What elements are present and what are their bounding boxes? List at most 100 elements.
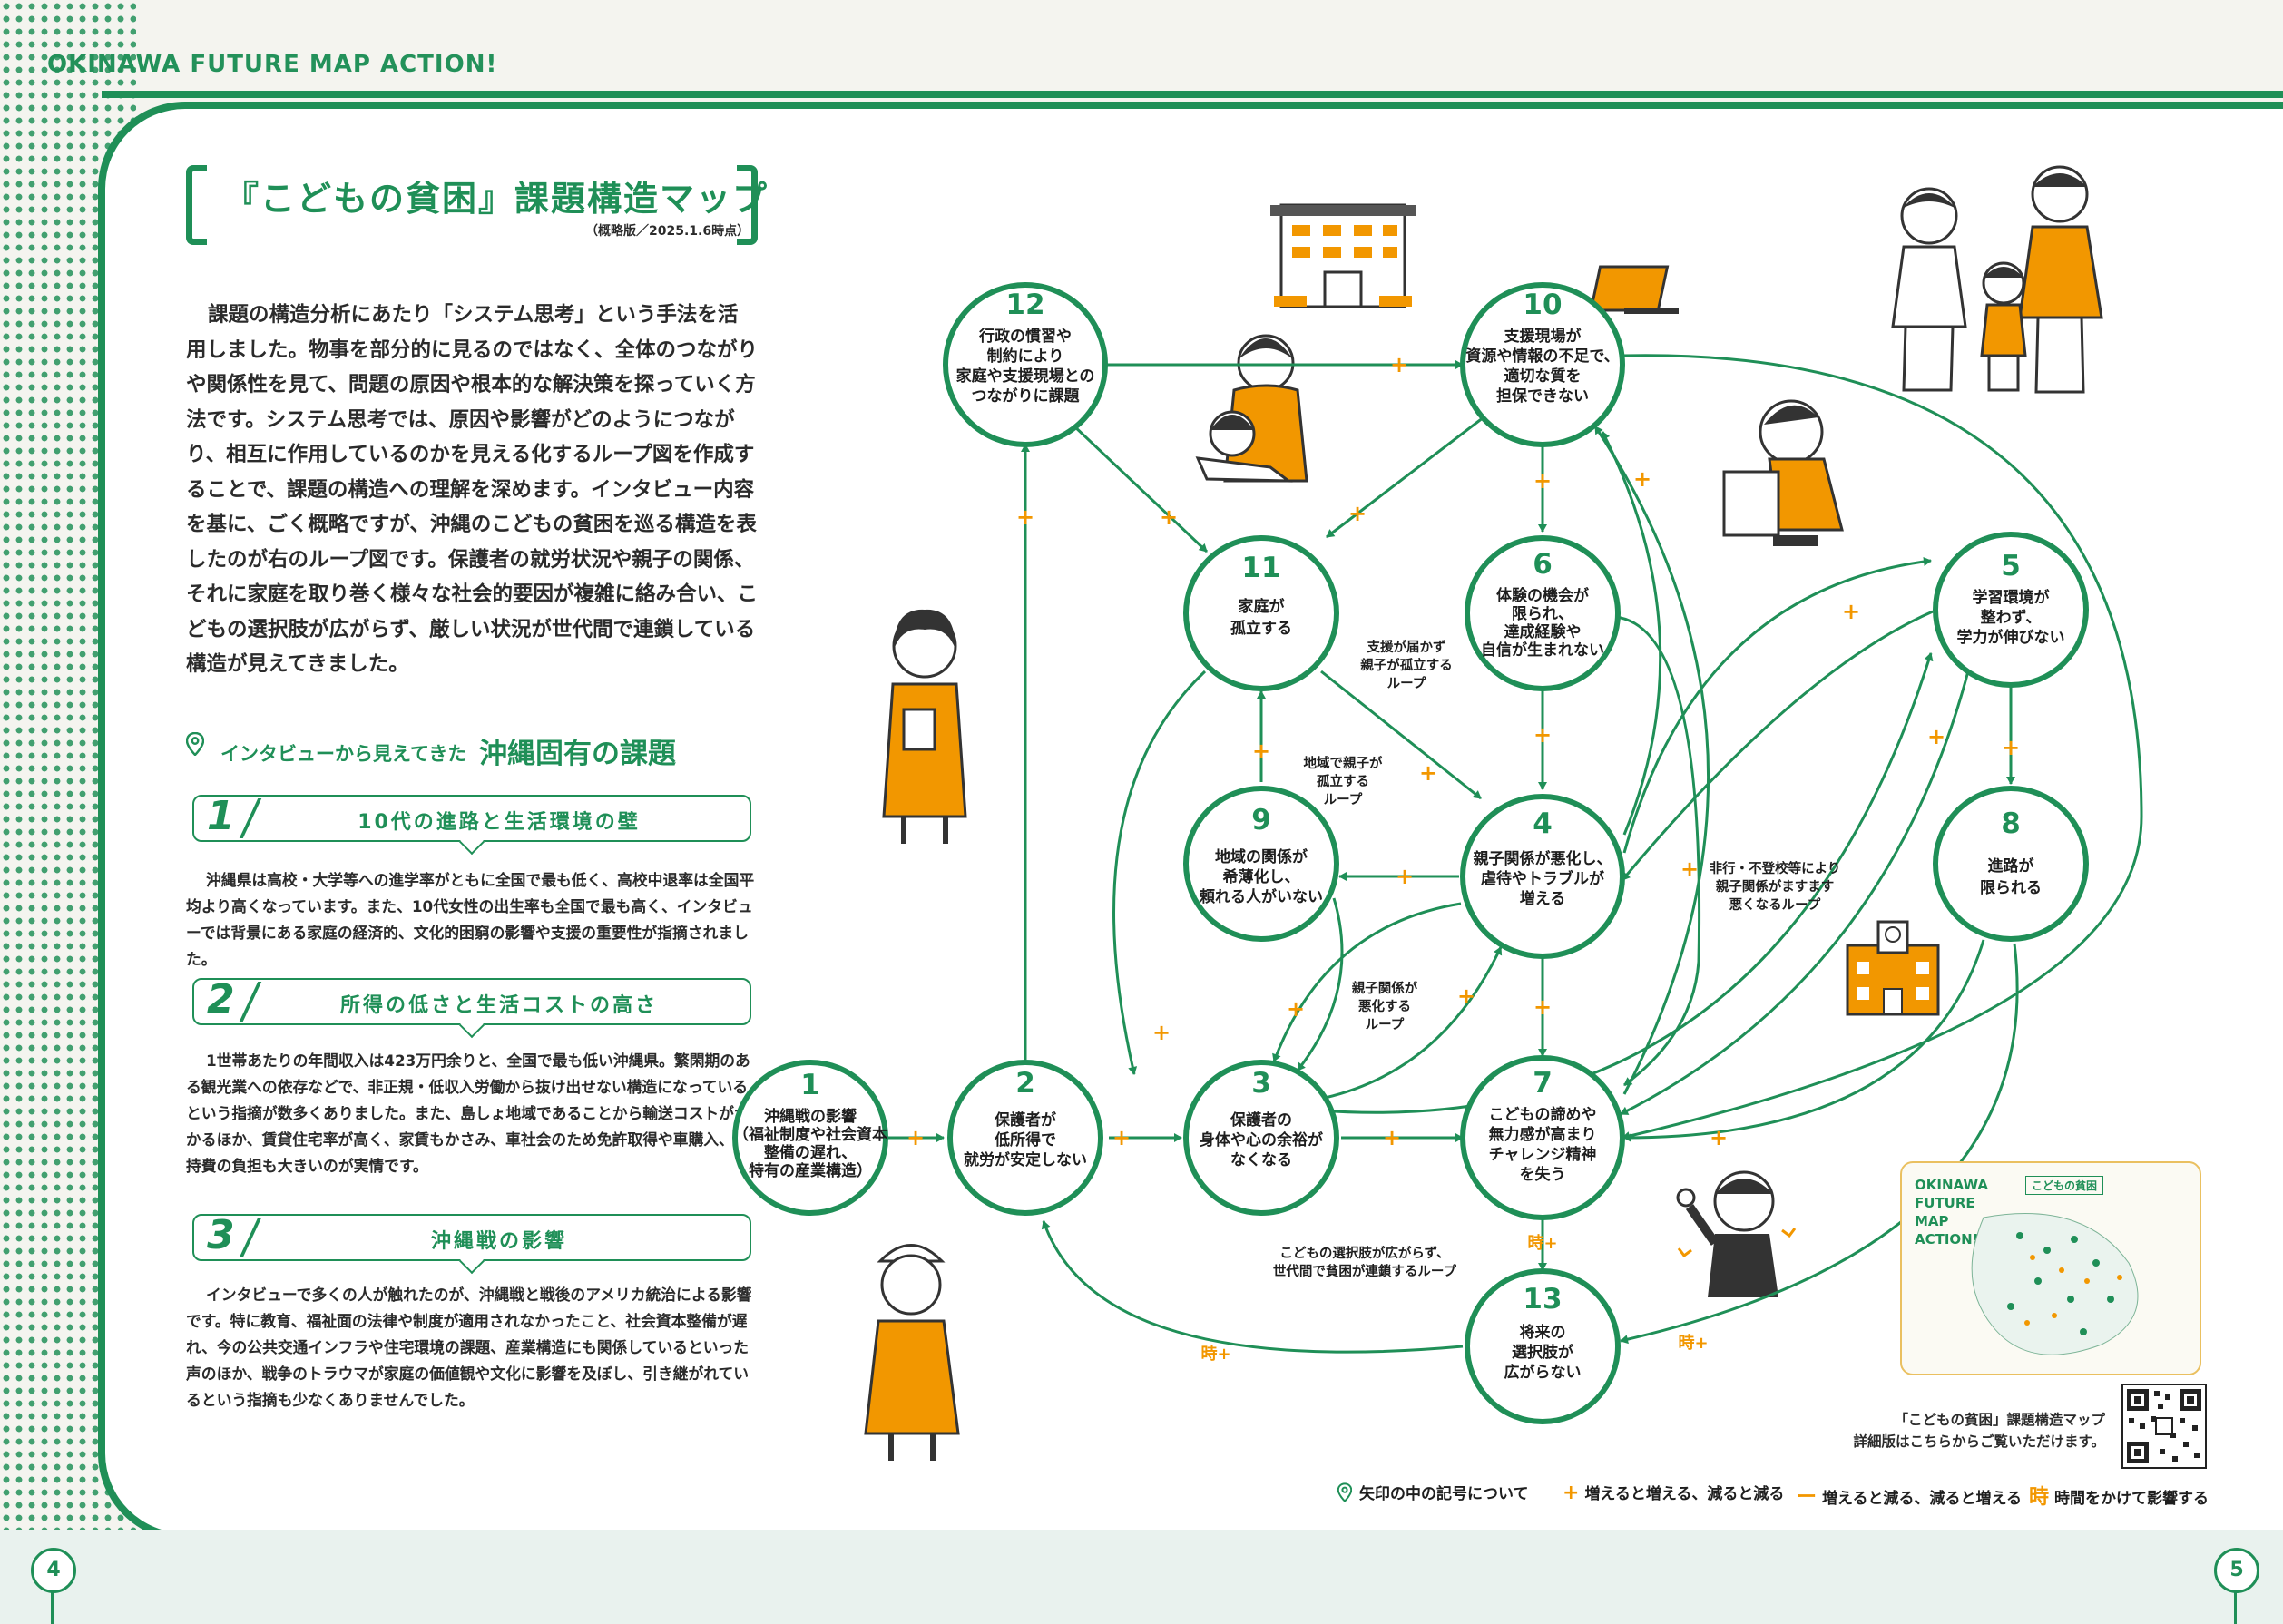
section-heading: インタビューから見えてきた 沖縄固有の課題 xyxy=(186,730,821,770)
svg-text:支援現場が資源や情報の不足で、適切な質を担保できない: 支援現場が資源や情報の不足で、適切な質を担保できない xyxy=(1465,327,1619,406)
issue-1-header: 1 10代の進路と生活環境の壁 xyxy=(192,793,751,856)
cheering-student-illustration xyxy=(1676,1170,1797,1297)
link-11-4 xyxy=(1320,670,1482,800)
issue-2-body: 1世帯あたりの年間収入は423万円余りと、全国で最も低い沖縄県。繁閑期のある観光… xyxy=(186,1052,750,1175)
delay-plus-symbol: 時+ xyxy=(1678,1334,1708,1353)
detailed-map-thumbnail: OKINAWA FUTURE MAP ACTION! こどもの貧困 xyxy=(1900,1161,2201,1375)
title-block: 『こどもの貧困』課題構造マップ （概略版／2025.1.6時点） xyxy=(186,165,767,245)
plus-symbol: + xyxy=(1348,501,1367,526)
parent-reading-illustration xyxy=(1195,334,1308,483)
node-8: 8 進路が限られる xyxy=(1933,786,2089,942)
node-1: 1 沖縄戦の影響（福祉制度や社会資本整備の遅れ、特有の産業構造） xyxy=(732,1060,888,1216)
svg-text:12: 12 xyxy=(1005,289,1044,321)
issue-1-number: 1 xyxy=(207,793,235,839)
node-7: 7 こどもの諦めや無力感が高まりチャレンジ精神を失う xyxy=(1460,1055,1625,1220)
link-4-3 xyxy=(1272,902,1462,1062)
svg-text:行政の慣習や制約により家庭や支援現場とのつながりに課題: 行政の慣習や制約により家庭や支援現場とのつながりに課題 xyxy=(956,327,1095,406)
issue-3-number: 3 xyxy=(207,1212,235,1258)
plus-symbol: + xyxy=(1533,722,1552,748)
svg-text:保護者の身体や心の余裕がなくなる: 保護者の身体や心の余裕がなくなる xyxy=(1200,1110,1323,1169)
link-3-5 xyxy=(1318,652,1934,1114)
svg-text:地域の関係が希薄化し、頼れる人がいない: 地域の関係が希薄化し、頼れる人がいない xyxy=(1200,847,1323,906)
plus-symbol: + xyxy=(1112,1125,1131,1150)
family-illustration xyxy=(1891,165,2103,394)
link-9-3 xyxy=(1296,897,1344,1071)
delay-plus-symbol: 時+ xyxy=(1527,1234,1557,1253)
qr-code[interactable] xyxy=(2121,1384,2207,1469)
issue-1-body: 沖縄県は高校・大学等への進学率がともに全国で最も低く、高校中退率は全国平均より高… xyxy=(186,871,755,968)
plus-symbol: + xyxy=(1252,739,1270,764)
student-writing-illustration xyxy=(1722,399,1844,546)
node-12: 12 行政の慣習や制約により家庭や支援現場とのつながりに課題 xyxy=(943,282,1108,447)
plus-symbol: + xyxy=(1160,504,1178,530)
svg-text:進路が限られる: 進路が限られる xyxy=(1980,856,2042,897)
qr-code-pattern xyxy=(2127,1389,2201,1463)
plus-symbol: + xyxy=(1152,1020,1171,1045)
plus-symbol: + xyxy=(1287,996,1305,1022)
title-date: （概略版／2025.1.6時点） xyxy=(585,224,750,239)
plus-symbol: + xyxy=(1680,856,1699,882)
loop-label-parent-child: 親子関係が悪化するループ xyxy=(1352,980,1418,1032)
thumb-brand: OKINAWA FUTURE MAP ACTION! xyxy=(1915,1177,1988,1247)
plus-symbol: + xyxy=(1390,352,1408,377)
issue-2-header: 2 所得の低さと生活コストの高さ xyxy=(192,976,751,1039)
map-pin-icon xyxy=(1337,1482,1353,1503)
node-4: 4 親子関係が悪化し、虐待やトラブルが増える xyxy=(1460,794,1625,959)
issue-3-title: 沖縄戦の影響 xyxy=(430,1230,567,1253)
link-12-11 xyxy=(1071,423,1209,553)
node-10: 10 支援現場が資源や情報の不足で、適切な質を担保できない xyxy=(1460,282,1625,447)
svg-text:保護者が低所得で就労が安定しない: 保護者が低所得で就労が安定しない xyxy=(964,1110,1087,1169)
svg-text:3: 3 xyxy=(1251,1067,1271,1100)
issue-3-body: インタビューで多くの人が触れたのが、沖縄戦と戦後のアメリカ統治による影響です。特… xyxy=(186,1286,752,1409)
link-5-4 xyxy=(1621,610,1934,881)
svg-text:8: 8 xyxy=(2001,807,2021,840)
svg-text:6: 6 xyxy=(1533,548,1553,581)
thumb-map-graphic xyxy=(1971,1213,2139,1355)
footer-strip xyxy=(0,1530,2283,1624)
node-13: 13 将来の選択肢が広がらない xyxy=(1465,1268,1621,1424)
node-11: 11 家庭が孤立する xyxy=(1183,535,1339,691)
loop-label-community-isolation: 地域で親子が孤立するループ xyxy=(1304,755,1383,807)
link-4-5 xyxy=(1622,557,1932,854)
plus-symbol: + xyxy=(906,1125,925,1150)
plus-symbol: + xyxy=(1927,724,1945,749)
plus-symbol: + xyxy=(1710,1125,1728,1150)
title-bracket-right xyxy=(737,165,758,245)
loop-labels: 支援が届かず親子が孤立するループ 地域で親子が孤立するループ 親子関係が悪化する… xyxy=(1273,639,1840,1279)
loop-label-support-isolation: 支援が届かず親子が孤立するループ xyxy=(1360,639,1453,691)
plus-symbol: + xyxy=(1457,983,1475,1009)
school-illustration xyxy=(1846,920,1940,1016)
illustrations xyxy=(864,165,2103,1461)
issue-2-title: 所得の低さと生活コストの高さ xyxy=(339,994,658,1017)
svg-text:将来の選択肢が広がらない: 将来の選択肢が広がらない xyxy=(1504,1323,1582,1382)
nodes: 1 沖縄戦の影響（福祉制度や社会資本整備の遅れ、特有の産業構造） 2 保護者が低… xyxy=(732,282,2089,1424)
plus-symbol: + xyxy=(1533,468,1552,494)
node-5: 5 学習環境が整わず、学力が伸びない xyxy=(1933,532,2089,688)
link-8-7 xyxy=(1623,939,1985,1142)
legend-item-delay: 時時間をかけて影響する xyxy=(2029,1486,2210,1509)
map-pin-icon xyxy=(186,732,204,756)
svg-text:体験の機会が限られ、達成経験や自信が生まれない: 体験の機会が限られ、達成経験や自信が生まれない xyxy=(1481,586,1604,660)
issue-1-title: 10代の進路と生活環境の壁 xyxy=(358,811,641,834)
legend-title: 矢印の中の記号について xyxy=(1337,1481,1529,1508)
qr-caption: 「こどもの貧困」課題構造マップ 詳細版はこちらからご覧いただけます。 xyxy=(1853,1412,2105,1450)
cook-illustration xyxy=(864,1244,960,1461)
thumb-title: こどもの貧困 xyxy=(2025,1176,2104,1195)
node-2: 2 保護者が低所得で就労が安定しない xyxy=(947,1060,1103,1216)
link-10-7 xyxy=(1622,354,2143,1141)
title-bracket-left xyxy=(186,165,207,245)
svg-text:11: 11 xyxy=(1241,552,1280,584)
page-number-line-left xyxy=(51,1568,54,1624)
loop-label-delinquency: 非行・不登校等により親子関係がますます悪くなるループ xyxy=(1710,860,1841,913)
page-number-right: 5 xyxy=(2214,1548,2259,1593)
plus-symbol: + xyxy=(1419,760,1437,786)
svg-text:7: 7 xyxy=(1533,1067,1553,1100)
section-heading-title: 沖縄固有の課題 xyxy=(479,738,676,770)
section-heading-prefix: インタビューから見えてきた xyxy=(220,743,467,765)
woman-folder-illustration xyxy=(882,609,967,844)
node-6: 6 体験の機会が限られ、達成経験や自信が生まれない xyxy=(1465,535,1621,691)
link-13-2 xyxy=(1041,1220,1464,1354)
intro-paragraph: 課題の構造分析にあたり「システム思考」という手法を活用しました。物事を部分的に見… xyxy=(186,303,759,676)
legend-item-plus: +増えると増える、減ると減る xyxy=(1563,1482,1785,1504)
